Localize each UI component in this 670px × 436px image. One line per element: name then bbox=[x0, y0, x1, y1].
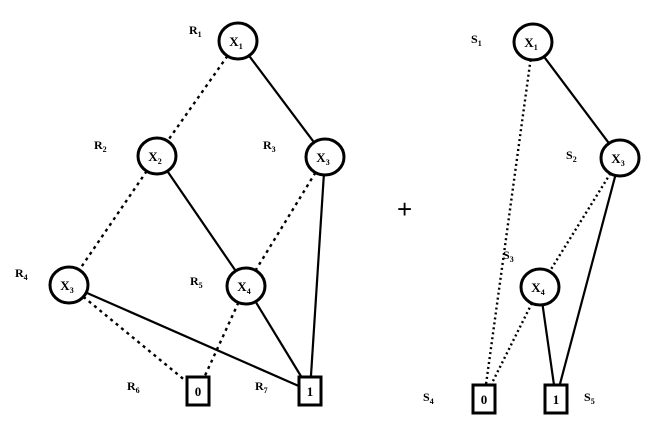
region-label: S2 bbox=[566, 148, 577, 164]
edge-dashed-r2-r4 bbox=[78, 170, 148, 271]
terminal-node-1: 1 R7 bbox=[255, 375, 323, 407]
terminal-box bbox=[471, 383, 497, 415]
edge-dotted-s2-s3 bbox=[548, 172, 612, 273]
node-circle bbox=[48, 265, 90, 305]
region-label: S5 bbox=[584, 390, 595, 406]
terminal-box bbox=[297, 375, 323, 407]
node-variable: X1 bbox=[229, 34, 242, 51]
edge-solid-r2-r5 bbox=[166, 170, 237, 272]
node-circle bbox=[217, 21, 259, 61]
region-label: R1 bbox=[189, 23, 202, 39]
node-circle bbox=[304, 137, 346, 177]
region-label: R2 bbox=[94, 138, 107, 154]
region-label: R5 bbox=[190, 274, 203, 290]
node-variable: X2 bbox=[148, 149, 161, 166]
node-circle bbox=[599, 138, 641, 178]
decision-node-r5: X4 R5 bbox=[190, 266, 267, 306]
terminal-node-1: 1 S5 bbox=[543, 383, 595, 415]
region-label: S4 bbox=[423, 390, 434, 406]
decision-node-r3: X3 R3 bbox=[263, 137, 346, 177]
edge-dashed-r3-r5 bbox=[254, 171, 317, 272]
decision-node-s1: X1 S1 bbox=[471, 22, 554, 62]
decision-node-s3: X4 S3 bbox=[503, 248, 561, 307]
decision-node-s2: X3 S2 bbox=[566, 138, 641, 178]
node-circle bbox=[512, 22, 554, 62]
edge-solid-s3-s5 bbox=[541, 304, 556, 386]
node-variable: 1 bbox=[553, 392, 560, 407]
node-circle bbox=[519, 267, 561, 307]
edge-solid-r4-r7 bbox=[85, 291, 300, 388]
node-variable: X3 bbox=[316, 150, 329, 167]
node-variable: X4 bbox=[237, 279, 250, 296]
decision-node-r2: X2 R2 bbox=[94, 136, 178, 176]
edge-solid-s1-s2 bbox=[543, 56, 610, 144]
region-label: R7 bbox=[255, 379, 268, 395]
edge-solid-r1-r3 bbox=[248, 55, 315, 143]
node-variable: X3 bbox=[60, 278, 73, 295]
region-label: R4 bbox=[15, 266, 28, 282]
edge-dotted-s3-s4 bbox=[489, 302, 533, 386]
node-circle bbox=[225, 266, 267, 306]
edge-dashed-r4-r6 bbox=[82, 295, 188, 383]
node-variable: X1 bbox=[524, 35, 537, 52]
terminal-node-0: 0 R6 bbox=[127, 375, 211, 407]
edge-dotted-s1-s4 bbox=[484, 59, 532, 386]
node-variable: 1 bbox=[307, 384, 314, 399]
edge-dashed-r5-r6 bbox=[203, 302, 240, 378]
node-variable: X3 bbox=[611, 151, 624, 168]
node-variable: 0 bbox=[481, 392, 488, 407]
edge-solid-r5-r7 bbox=[254, 301, 303, 378]
plus-operator: + bbox=[397, 194, 412, 224]
region-label: S1 bbox=[471, 32, 482, 48]
region-label: R3 bbox=[263, 138, 276, 154]
terminal-node-0: 0 S4 bbox=[423, 383, 497, 415]
edge-dashed-r1-r2 bbox=[166, 55, 229, 142]
node-circle bbox=[136, 136, 178, 176]
node-variable: 0 bbox=[195, 384, 202, 399]
node-variable: X4 bbox=[531, 280, 544, 297]
edge-solid-r3-r7 bbox=[309, 174, 325, 378]
decision-node-r4: X3 R4 bbox=[15, 265, 90, 305]
decision-node-r1: X1 R1 bbox=[189, 21, 259, 61]
region-label: S3 bbox=[503, 248, 514, 264]
region-label: R6 bbox=[127, 379, 140, 395]
edge-solid-s2-s5 bbox=[558, 175, 617, 386]
terminal-box bbox=[543, 383, 569, 415]
terminal-box bbox=[185, 375, 211, 407]
